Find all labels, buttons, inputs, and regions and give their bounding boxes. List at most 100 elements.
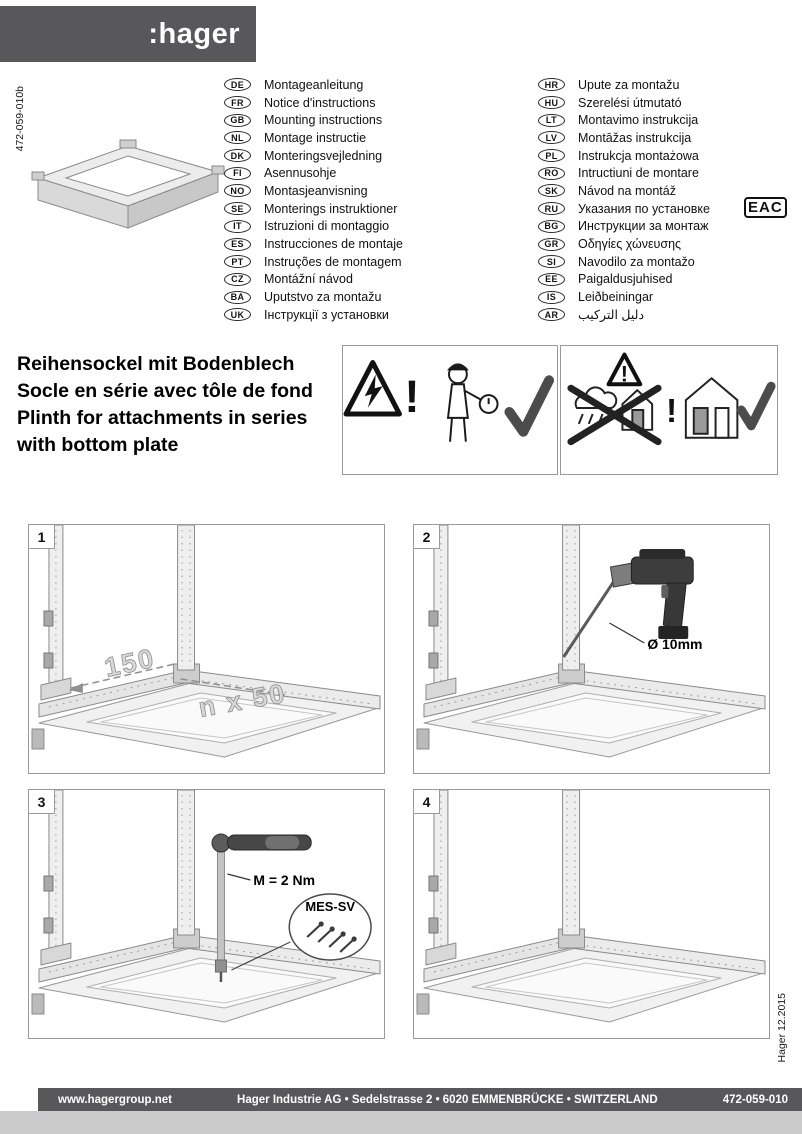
lang-label: Szerelési útmutató <box>578 95 682 110</box>
lang-label: Intructiuni de montare <box>578 166 699 181</box>
checkmark-icon <box>504 375 555 437</box>
lang-code-badge: NL <box>224 131 251 145</box>
lang-label: Instrukcja montażowa <box>578 148 699 163</box>
lang-label: Montážní návod <box>264 272 353 287</box>
page-title: Reihensockel mit Bodenblech Socle en sér… <box>17 351 347 459</box>
lang-code-badge: RU <box>538 202 565 216</box>
footer-bar: www.hagergroup.net Hager Industrie AG • … <box>38 1088 802 1111</box>
lang-label: Montage instructie <box>264 130 367 145</box>
lang-code-badge: SE <box>224 202 251 216</box>
step-number: 2 <box>414 525 440 549</box>
electric-safety-pictograms: ! <box>343 359 555 442</box>
safety-warning-box: ! <box>342 345 558 475</box>
outdoor-rain-pictogram <box>574 386 654 431</box>
step-panel-2: Ø 10mm 2 <box>413 524 770 774</box>
torque-label: M = 2 Nm <box>227 872 315 888</box>
exclamation-icon: ! <box>621 361 628 386</box>
dimension-150-label: 150 <box>102 643 158 683</box>
lang-label: Інструкції з установки <box>264 307 389 322</box>
cross-icon <box>567 384 662 446</box>
lang-row: LV Montāžas instrukcija <box>538 129 788 147</box>
lang-label: Uputstvo za montažu <box>264 290 382 305</box>
eac-conformity-mark: EAC <box>744 197 787 218</box>
indoor-use-warning-box: ! ! <box>560 345 778 475</box>
lang-code-badge: UK <box>224 308 251 322</box>
torque-wrench-icon <box>211 833 312 982</box>
lang-label: Notice d'instructions <box>264 95 376 110</box>
bottom-strip <box>0 1111 802 1134</box>
lang-code-badge: GB <box>224 113 251 127</box>
frame-corner-drawing <box>416 790 766 1023</box>
lang-label: Monterings instruktioner <box>264 201 398 216</box>
title-line-en-2: with bottom plate <box>17 434 179 456</box>
indoor-house-pictogram <box>684 376 739 439</box>
lang-row: PT Instruções de montagem <box>224 253 529 271</box>
lang-code-badge: SK <box>538 184 565 198</box>
lang-row: CZ Montážní návod <box>224 271 529 289</box>
lang-label: Instrucciones de montaje <box>264 237 403 252</box>
exclamation-icon: ! <box>666 393 677 430</box>
lang-label: Navodilo za montažo <box>578 254 695 269</box>
lang-row: SI Navodilo za montažo <box>538 253 788 271</box>
svg-text:Ø 10mm: Ø 10mm <box>647 636 702 652</box>
lang-label: Montavimo instrukcija <box>578 113 699 128</box>
lang-row: FR Notice d'instructions <box>224 94 529 112</box>
drill-icon <box>562 549 694 658</box>
lang-label: دليل التركيب <box>578 308 645 323</box>
lang-label: Οδηγίες χώνευσης <box>578 237 682 252</box>
frame-corner-drawing: M = 2 Nm MES-SV <box>31 790 381 1023</box>
lang-label: Upute za montažu <box>578 77 680 92</box>
lang-code-badge: PT <box>224 255 251 269</box>
step-panel-3: M = 2 Nm MES-SV 3 <box>28 789 385 1039</box>
drill-diameter-label: Ø 10mm <box>609 622 702 652</box>
lang-code-badge: NO <box>224 184 251 198</box>
small-warning-triangle-icon: ! <box>606 352 643 386</box>
lang-code-badge: SI <box>538 255 565 269</box>
lang-code-badge: IS <box>538 290 565 304</box>
frame-corner-drawing: 150 n x 50 <box>31 525 381 758</box>
lightning-icon <box>364 374 383 409</box>
lang-code-badge: CZ <box>224 272 251 286</box>
lang-code-badge: DK <box>224 149 251 163</box>
footer-doc-number: 472-059-010 <box>722 1093 788 1106</box>
lang-row: DK Monteringsvejledning <box>224 147 529 165</box>
lang-code-badge: FI <box>224 166 251 180</box>
step-panel-1: 150 n x 50 1 <box>28 524 385 774</box>
lang-code-badge: FR <box>224 96 251 110</box>
lang-label: Montageanleitung <box>264 77 364 92</box>
lang-row: PL Instrukcja montażowa <box>538 147 788 165</box>
title-line-fr: Socle en série avec tôle de fond <box>17 380 313 402</box>
lang-label: Montāžas instrukcija <box>578 130 692 145</box>
step-panel-4: 4 <box>413 789 770 1039</box>
header-block: :hager <box>0 6 256 62</box>
lang-code-badge: HR <box>538 78 565 92</box>
kit-label: MES-SV <box>305 899 355 914</box>
electrician-pictogram <box>446 363 499 442</box>
lang-label: Mounting instructions <box>264 113 383 128</box>
version-side-label: Hager 12.2015 <box>776 993 788 1063</box>
doc-number-side: 472-059-010b <box>14 86 26 152</box>
lang-code-badge: PL <box>538 149 565 163</box>
lang-label: Návod na montáž <box>578 183 676 198</box>
lang-code-badge: EE <box>538 272 565 286</box>
lang-code-badge: LV <box>538 131 565 145</box>
footer-address: Hager Industrie AG • Sedelstrasse 2 • 60… <box>237 1093 658 1106</box>
footer-website: www.hagergroup.net <box>58 1093 172 1106</box>
step-number: 3 <box>29 790 55 814</box>
lang-label: Instruções de montagem <box>264 254 402 269</box>
lang-code-badge: BA <box>224 290 251 304</box>
lang-label: Istruzioni di montaggio <box>264 219 390 234</box>
lang-label: Monteringsvejledning <box>264 148 383 163</box>
product-plinth-drawing <box>31 139 225 229</box>
frame-corner-drawing: Ø 10mm <box>416 525 766 758</box>
